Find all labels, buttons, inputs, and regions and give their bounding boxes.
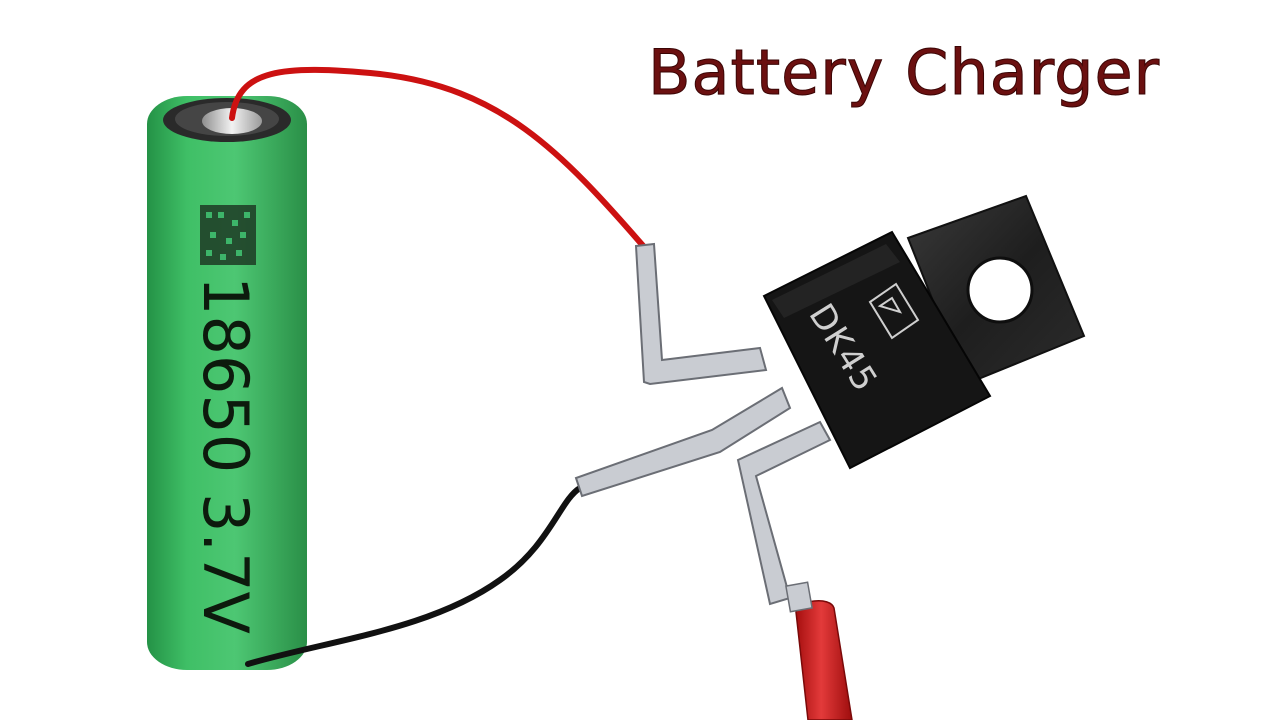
- manufacturer-logo-icon: [868, 282, 920, 340]
- component-leads: [574, 242, 832, 606]
- battery-label: 18650 3.7V: [189, 276, 262, 634]
- component-body: [762, 230, 992, 470]
- output-wire: [795, 600, 853, 721]
- negative-wire: [245, 485, 583, 667]
- positive-wire: [229, 66, 648, 251]
- mounting-hole: [966, 256, 1034, 324]
- page-title: Battery Charger: [647, 36, 1161, 110]
